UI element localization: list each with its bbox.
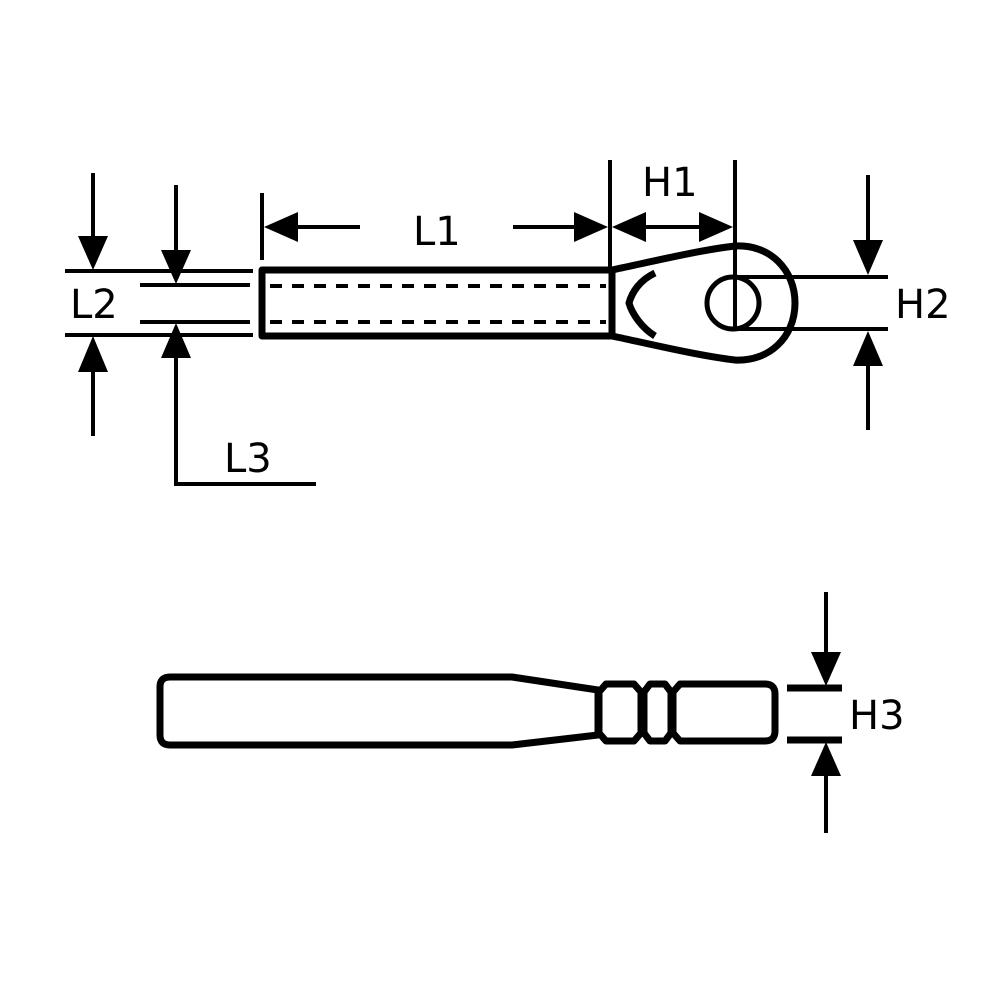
label-H2: H2 bbox=[895, 282, 951, 328]
arrow-right-icon bbox=[699, 212, 733, 242]
side-body bbox=[156, 673, 602, 749]
arrow-right-icon bbox=[574, 212, 608, 242]
arrow-left-icon bbox=[264, 212, 298, 242]
arrow-up-icon bbox=[78, 336, 108, 372]
arrow-up-icon bbox=[853, 331, 883, 366]
label-L1: L1 bbox=[413, 209, 461, 255]
label-L2: L2 bbox=[70, 282, 118, 328]
arrow-down-icon bbox=[78, 236, 108, 270]
arrow-down-icon bbox=[161, 250, 191, 284]
arrow-left-icon bbox=[612, 212, 646, 242]
top-view bbox=[258, 242, 799, 364]
dimension-H2: H2 bbox=[735, 175, 951, 430]
dimension-L1: L1 bbox=[260, 160, 612, 272]
arrow-down-icon bbox=[853, 240, 883, 275]
arrow-up-icon bbox=[811, 742, 841, 776]
l3-leader-line bbox=[174, 355, 316, 486]
flat-end bbox=[669, 680, 779, 745]
terminal-body bbox=[258, 266, 616, 340]
dimension-H1: H1 bbox=[612, 160, 737, 330]
label-H3: H3 bbox=[849, 693, 905, 739]
dimension-L2-L3: L2 L3 bbox=[65, 173, 316, 486]
eye-outline bbox=[611, 242, 799, 364]
label-H1: H1 bbox=[642, 160, 698, 206]
collar-2 bbox=[640, 680, 675, 745]
collar-1 bbox=[595, 680, 645, 745]
arrow-up-icon bbox=[161, 323, 191, 358]
arrow-down-icon bbox=[811, 652, 841, 686]
eye-inner-cutout bbox=[625, 269, 657, 339]
side-view bbox=[156, 673, 779, 749]
dimension-H3: H3 bbox=[787, 592, 905, 833]
label-L3: L3 bbox=[224, 436, 272, 482]
